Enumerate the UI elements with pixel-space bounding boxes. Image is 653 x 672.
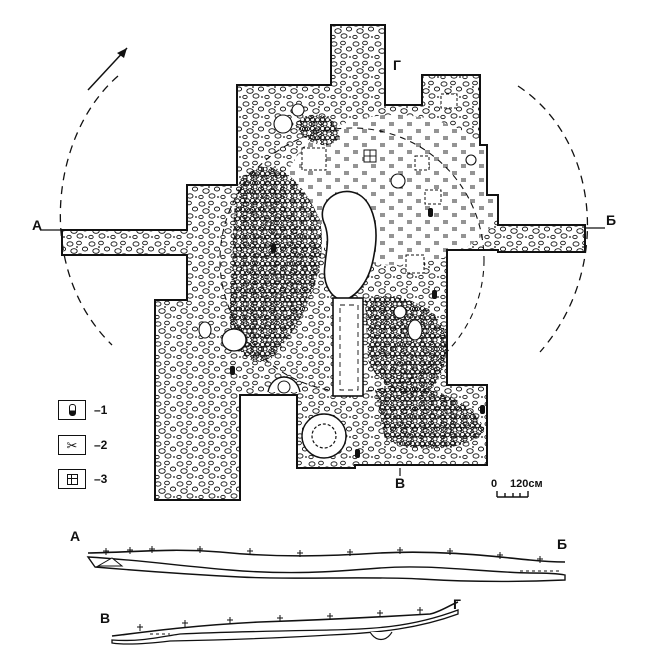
vessel-icon (68, 404, 76, 416)
profile-ab-start-label: А (70, 528, 81, 544)
scissors-icon: ✂ (66, 437, 78, 453)
grid-square-icon (66, 473, 78, 485)
legend-label: –2 (94, 438, 108, 452)
round-pit (301, 413, 347, 459)
profile-vg (111, 601, 459, 645)
label-g: Г (393, 57, 401, 73)
legend-item: ✂ –2 (58, 435, 107, 455)
scale-bar (496, 491, 529, 498)
vessel-markers (230, 208, 485, 458)
legend-item: –1 (58, 400, 107, 420)
label-v: В (395, 475, 406, 491)
central-pit (321, 190, 377, 301)
outer-dashed-arc-right (517, 85, 588, 353)
legend-label: –1 (94, 403, 108, 417)
scale-value: 120см (510, 478, 543, 490)
outer-dashed-arc-left (59, 75, 119, 346)
inner-dashed-oval (219, 127, 485, 393)
legend-item: –3 (58, 469, 107, 489)
profile-ab (86, 546, 566, 583)
profile-vg-end-label: Г (453, 596, 461, 612)
label-b: Б (606, 212, 617, 228)
large-stone (221, 328, 247, 352)
legend-label: –3 (94, 472, 108, 486)
label-a: А (32, 217, 43, 233)
profile-vg-start-label: В (100, 610, 111, 626)
excavation-outline (61, 24, 586, 501)
scale-zero: 0 (491, 478, 498, 490)
rectangular-trench (332, 297, 364, 397)
profile-ab-end-label: Б (557, 536, 568, 552)
